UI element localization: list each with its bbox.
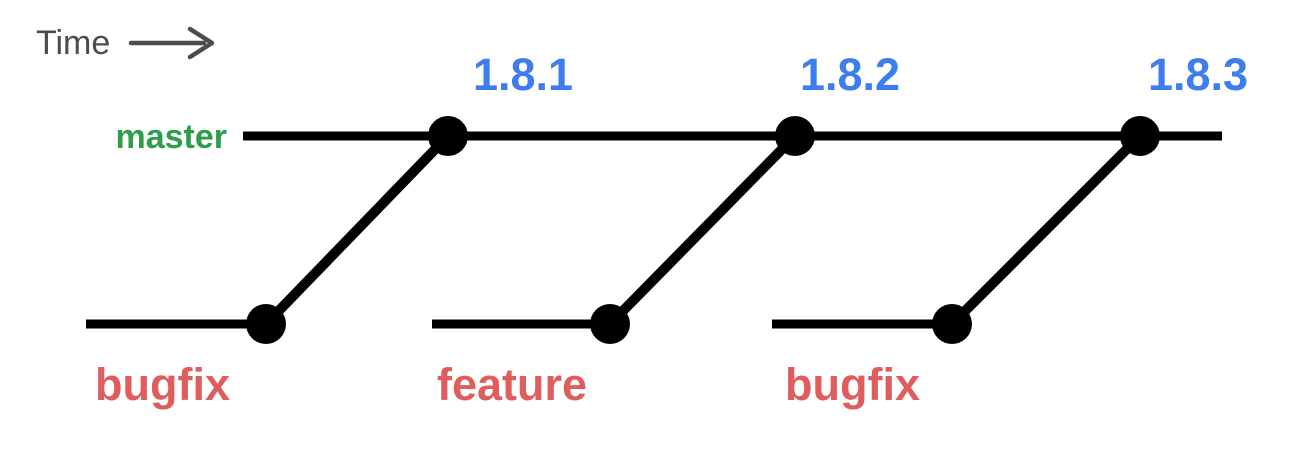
merge-line (948, 132, 1144, 328)
version-tag: 1.8.3 (1148, 49, 1248, 100)
branch-commit-dot (246, 304, 286, 344)
time-arrow-head-icon (187, 26, 215, 60)
time-axis-label: Time (36, 24, 110, 62)
branch-bugfix-1: bugfix 1.8.1 (86, 49, 573, 410)
merge-line (262, 132, 452, 328)
branch-commit-dot (590, 304, 630, 344)
merge-commit-dot (775, 116, 815, 156)
branch-bugfix-2: bugfix 1.8.3 (772, 49, 1248, 410)
master-branch-label: master (115, 118, 227, 156)
time-axis: Time (36, 24, 215, 62)
version-tag: 1.8.2 (800, 49, 900, 100)
branch-label: bugfix (785, 359, 920, 410)
branch-feature: feature 1.8.2 (432, 49, 900, 410)
version-tag: 1.8.1 (473, 49, 573, 100)
branch-label: feature (437, 359, 587, 410)
merge-line (606, 132, 799, 328)
merge-commit-dot (428, 116, 468, 156)
branch-commit-dot (932, 304, 972, 344)
branch-label: bugfix (95, 359, 230, 410)
merge-commit-dot (1120, 116, 1160, 156)
